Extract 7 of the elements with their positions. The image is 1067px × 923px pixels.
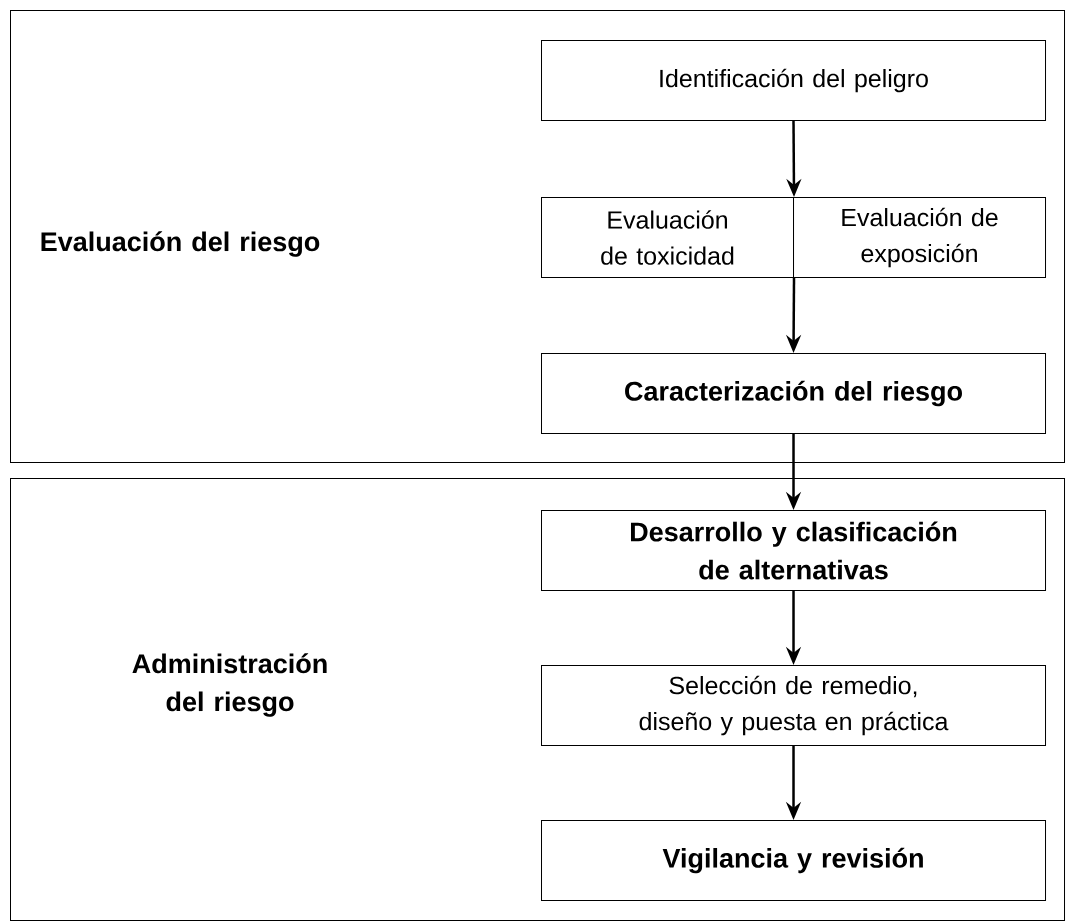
process-box: Evaluación de toxicidad <box>541 197 794 278</box>
process-box: Evaluación de exposición <box>793 197 1046 278</box>
process-box: Desarrollo y clasificación de alternativas <box>541 510 1046 591</box>
process-box: Selección de remedio, diseño y puesta en práctica <box>541 665 1046 746</box>
process-box: Vigilancia y revisión <box>541 820 1046 901</box>
process-box: Identificación del peligro <box>541 40 1046 121</box>
process-box: Caracterización del riesgo <box>541 353 1046 434</box>
